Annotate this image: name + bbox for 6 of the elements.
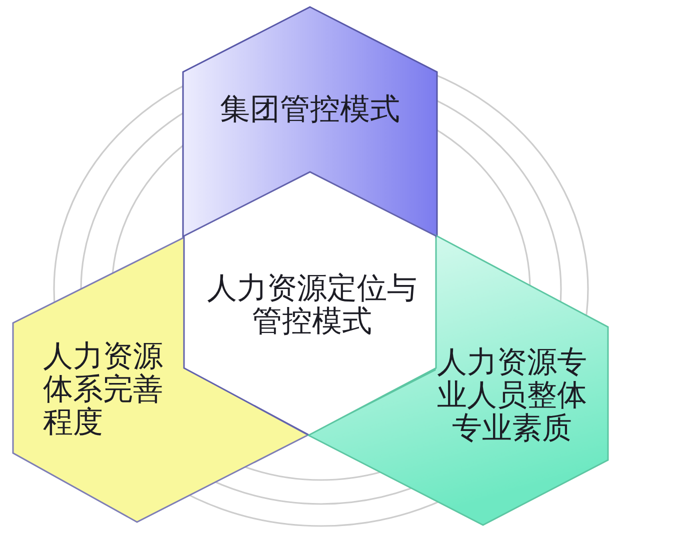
hexagon-label: 集团管控模式 <box>219 93 401 126</box>
hexagon-label: 人力资源专业人员整体专业素质 <box>436 346 588 445</box>
hexagon-label: 人力资源定位与管控模式 <box>206 272 418 338</box>
hexagon-shape <box>182 6 438 238</box>
hexagon-label: 人力资源体系完善程度 <box>43 340 164 439</box>
hexagon-shape <box>183 171 437 436</box>
